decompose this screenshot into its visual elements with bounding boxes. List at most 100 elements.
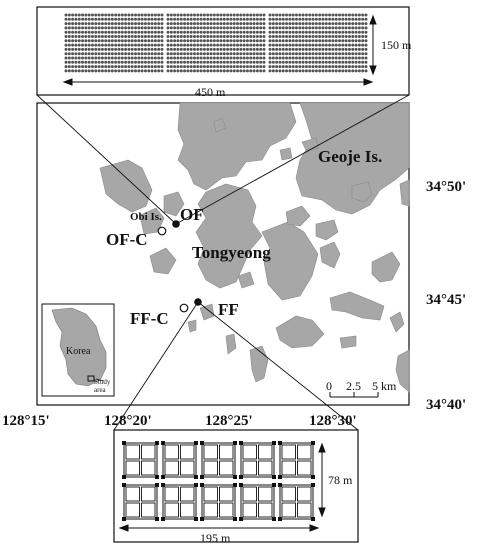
top-farm-cage [301, 35, 305, 38]
top-farm-cage [183, 13, 187, 17]
top-farm-cage [232, 30, 236, 34]
top-farm-cage [321, 22, 325, 26]
top-farm-cage [245, 35, 249, 38]
top-farm-cage [318, 26, 322, 30]
top-farm-cage [90, 13, 94, 17]
top-farm-cage-grid [64, 13, 368, 76]
top-farm-cage [143, 69, 147, 73]
top-farm-cage [199, 52, 203, 56]
of-c-label: OF-C [106, 230, 148, 249]
top-farm-cage [160, 17, 164, 21]
top-farm-cage [351, 30, 355, 34]
top-farm-cage [308, 22, 312, 26]
top-farm-cage [166, 43, 170, 47]
top-farm-cage [206, 13, 210, 17]
top-farm-cage [268, 47, 272, 51]
top-farm-cage [278, 17, 282, 21]
top-farm-cage [331, 17, 335, 21]
top-farm-cage [275, 52, 279, 56]
top-farm-cage [157, 69, 161, 73]
top-farm-cage [67, 35, 71, 38]
top-farm-cage [127, 30, 131, 34]
top-farm-cage [137, 43, 141, 47]
top-farm-cage [252, 56, 256, 60]
top-farm-cage [153, 22, 157, 26]
top-farm-cage [291, 52, 295, 56]
top-farm-cage [202, 60, 206, 64]
top-farm-cage [334, 47, 338, 51]
top-farm-cage [130, 35, 134, 38]
top-farm-cage [364, 39, 368, 43]
top-farm-cage [308, 17, 312, 21]
top-farm-cage [100, 39, 104, 43]
top-farm-cage [331, 26, 335, 30]
top-farm-cage [308, 30, 312, 34]
top-farm-cage [90, 26, 94, 30]
top-farm-cage [107, 17, 111, 21]
top-farm-cage [114, 17, 118, 21]
top-farm-cage [169, 30, 173, 34]
of-leader-right [175, 94, 410, 225]
top-farm-cage [90, 56, 94, 60]
top-farm-cage [137, 17, 141, 21]
top-farm-cage [281, 69, 285, 73]
top-farm-cage [357, 39, 361, 43]
top-farm-cage [114, 60, 118, 64]
top-farm-cage [298, 35, 302, 38]
inset-study-label: Study [94, 378, 111, 386]
top-farm-cage [321, 52, 325, 56]
top-farm-cage [347, 39, 351, 43]
top-farm-cage [199, 30, 203, 34]
top-farm-cage [186, 22, 190, 26]
top-farm-cage [262, 30, 266, 34]
top-farm-cage [347, 43, 351, 47]
top-farm-cage [304, 22, 308, 26]
top-farm-cage [245, 65, 249, 69]
top-farm-cage [301, 22, 305, 26]
top-farm-cage [239, 65, 243, 69]
top-farm-cage [189, 60, 193, 64]
top-farm-cage [252, 65, 256, 69]
top-farm-cage [196, 69, 200, 73]
top-farm-cage [311, 39, 315, 43]
top-farm-cage [77, 17, 81, 21]
top-farm-cage [169, 13, 173, 17]
top-farm-cage [311, 56, 315, 60]
top-farm-cage [259, 26, 263, 30]
top-farm-cage [120, 22, 124, 26]
top-farm-cage [67, 22, 71, 26]
top-farm-cage [255, 35, 259, 38]
top-farm-cage [134, 43, 138, 47]
top-farm-cage [97, 65, 101, 69]
top-farm-cage [153, 65, 157, 69]
top-farm-cage [308, 56, 312, 60]
top-farm-cage [84, 65, 88, 69]
top-farm-cage [183, 22, 187, 26]
top-farm-cage [249, 13, 253, 17]
top-farm-cage [147, 39, 151, 43]
top-farm-cage [104, 35, 108, 38]
top-farm-cage [285, 69, 289, 73]
top-farm-cage [173, 47, 177, 51]
top-farm-cage [153, 47, 157, 51]
top-farm-cage [94, 65, 98, 69]
top-farm-cage [97, 35, 101, 38]
top-farm-cage [219, 13, 223, 17]
top-farm-cage [67, 26, 71, 30]
top-farm-cage [219, 60, 223, 64]
top-farm-cage [147, 13, 151, 17]
top-farm-cage [94, 56, 98, 60]
top-farm-cage [77, 30, 81, 34]
top-farm-cage [196, 39, 200, 43]
top-farm-cage [255, 26, 259, 30]
top-farm-cage [281, 26, 285, 30]
top-farm-cage [288, 22, 292, 26]
top-farm-cage [186, 52, 190, 56]
top-farm-cage [67, 43, 71, 47]
top-farm-cage [334, 69, 338, 73]
top-farm-cage [176, 56, 180, 60]
top-farm-cage [147, 69, 151, 73]
top-farm-cage [130, 65, 134, 69]
top-farm-cage [262, 52, 266, 56]
